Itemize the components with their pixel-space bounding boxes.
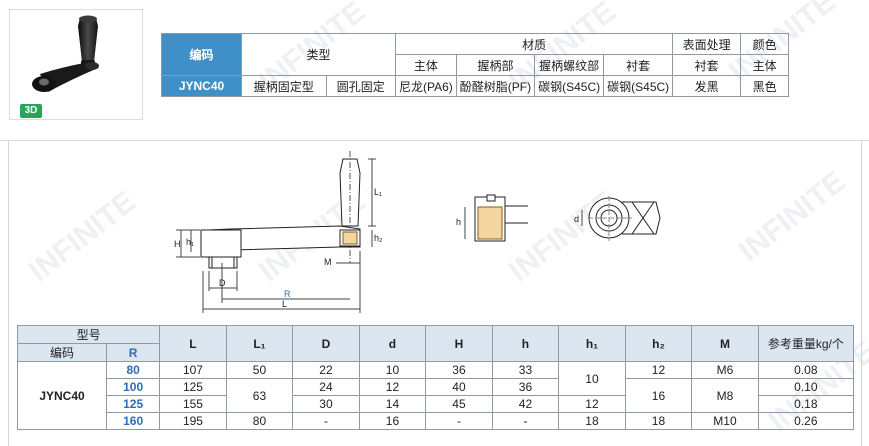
dim-cell-D: 22: [292, 361, 360, 379]
spec-header-type: 类型: [241, 33, 396, 76]
dim-cell-M: M10: [691, 412, 759, 430]
spec-sub-grip: 握柄部: [455, 54, 536, 76]
product-photo-card: 3D: [9, 9, 143, 120]
drawing-label-L: L: [282, 299, 287, 309]
drawing-label-d: d: [574, 214, 579, 224]
dim-code-cell[interactable]: JYNC40: [16, 361, 108, 430]
dim-col-H: H: [425, 325, 493, 362]
spec-sub-body: 主体: [395, 54, 457, 76]
spec-sub-bushing: 衬套: [603, 54, 674, 76]
spec-type-1: 握柄固定型: [241, 75, 327, 97]
dim-cell-H: 40: [425, 378, 493, 396]
dim-cell-L: 107: [159, 361, 227, 379]
frame-rule-left: [8, 140, 9, 446]
dim-cell-L: 125: [159, 378, 227, 396]
dim-cell-h: 42: [491, 395, 560, 413]
dim-cell-D: -: [292, 412, 360, 430]
dim-cell-d: 14: [358, 395, 427, 413]
dim-cell-h1: 18: [558, 412, 626, 430]
spec-table: 编码 类型 材质 表面处理 颜色 主体 握柄部 握柄螺纹部 衬套 衬套 主体 J…: [161, 33, 790, 97]
spec-sub-color: 主体: [740, 54, 790, 76]
dim-cell-d: 16: [358, 412, 427, 430]
dim-cell-H: -: [425, 412, 493, 430]
spec-header-surface: 表面处理: [672, 33, 742, 55]
dim-col-L1: L₁: [225, 325, 294, 362]
dim-col-L: L: [159, 325, 227, 362]
frame-rule-right: [861, 140, 862, 446]
table-row: 125 155 30 14 45 42 12 0.18: [18, 395, 855, 413]
dim-col-h: h: [491, 325, 560, 362]
table-row: JYNC40 80 107 50 22 10 36 33 10 12 M6 0.…: [16, 361, 855, 430]
dim-cell-d: 10: [358, 361, 427, 379]
spec-header-material: 材质: [394, 33, 674, 55]
dimension-table: 型号 L L₁ D d H h h₁ h₂ M 参考重量kg/个 编码 R JY…: [16, 325, 855, 430]
spec-sub-surface: 衬套: [672, 54, 742, 76]
drawing-label-h2: h₂: [374, 233, 383, 243]
drawing-svg: H h₁ L₁ h₂ M D R L h d: [174, 151, 661, 313]
spec-surface-value: 发黑: [672, 75, 742, 97]
dim-cell-h1: 12: [558, 395, 626, 413]
dim-cell-R: 80: [106, 361, 161, 379]
dim-cell-d: 12: [358, 378, 427, 396]
drawing-label-H: H: [174, 239, 181, 249]
dim-cell-weight: 0.26: [757, 412, 855, 430]
drawing-label-M: M: [324, 257, 332, 267]
drawing-label-L1: L₁: [374, 187, 382, 197]
drawing-label-R: R: [284, 289, 291, 299]
dim-cell-L: 195: [159, 412, 227, 430]
dim-header-R: R: [106, 343, 161, 362]
dim-cell-L1: 63: [225, 378, 294, 413]
dim-cell-H: 45: [425, 395, 493, 413]
spec-header-code: 编码: [161, 33, 242, 76]
dim-cell-weight: 0.18: [757, 395, 855, 413]
dim-cell-h: 36: [491, 378, 560, 396]
dim-cell-M: M8: [691, 378, 759, 413]
dim-cell-L1: 50: [225, 361, 294, 379]
table-row: 100 125 63 24 12 40 36 16 M8 0.10: [18, 378, 855, 413]
dim-cell-weight: 0.10: [757, 378, 855, 396]
dim-col-h1: h₁: [558, 325, 626, 362]
spec-body-material: 尼龙(PA6): [395, 75, 457, 97]
drawing-label-D: D: [219, 278, 226, 288]
spec-grip-material: 酚醛树脂(PF): [455, 75, 536, 97]
spec-header-color: 颜色: [740, 33, 790, 55]
dim-cell-L: 155: [159, 395, 227, 413]
dim-cell-M: M6: [691, 361, 759, 379]
dim-cell-h: -: [491, 412, 560, 430]
dim-cell-H: 36: [425, 361, 493, 379]
dim-cell-L1: 80: [225, 412, 294, 430]
spec-bushing-material: 碳钢(S45C): [603, 75, 674, 97]
technical-drawing: H h₁ L₁ h₂ M D R L h d: [0, 140, 869, 323]
dim-cell-weight: 0.08: [757, 361, 855, 379]
dim-cell-h: 33: [491, 361, 560, 379]
dim-cell-h2: 16: [624, 378, 693, 413]
dim-header-model: 型号: [16, 325, 161, 344]
dim-cell-D: 30: [292, 395, 360, 413]
dim-cell-h1: 10: [558, 361, 626, 396]
dim-col-d: d: [358, 325, 427, 362]
dim-col-D: D: [292, 325, 360, 362]
spec-color-value: 黑色: [740, 75, 790, 97]
dim-col-M: M: [691, 325, 759, 362]
dim-col-weight: 参考重量kg/个: [757, 325, 855, 362]
drawing-label-h1: h₁: [186, 237, 194, 247]
spec-thread-material: 碳钢(S45C): [534, 75, 605, 97]
spec-sub-thread: 握柄螺纹部: [534, 54, 605, 76]
crank-handle-photo: [32, 15, 99, 92]
table-row: 160 195 80 - 16 - - 18 18 M10 0.26: [18, 412, 855, 430]
dim-header-code: 编码: [16, 343, 108, 362]
spec-code-value[interactable]: JYNC40: [161, 75, 242, 97]
dim-cell-R: 100: [106, 378, 161, 396]
dim-cell-R: 160: [106, 412, 161, 430]
dim-cell-D: 24: [292, 378, 360, 396]
badge-3d[interactable]: 3D: [20, 104, 42, 118]
dim-col-h2: h₂: [624, 325, 693, 362]
dim-cell-R: 125: [106, 395, 161, 413]
dim-cell-h2: 12: [624, 361, 693, 379]
spec-type-2: 圆孔固定: [325, 75, 397, 97]
drawing-label-h: h: [456, 217, 461, 227]
dim-cell-h2: 18: [624, 412, 693, 430]
